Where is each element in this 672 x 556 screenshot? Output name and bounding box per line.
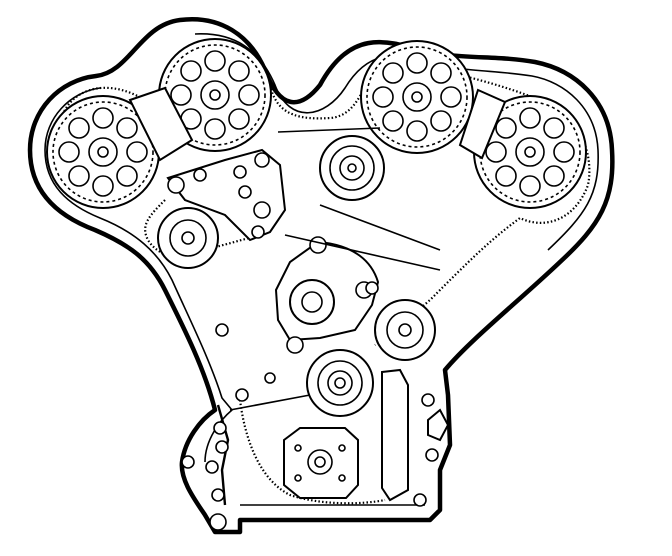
- right-boss: [427, 408, 450, 442]
- water-pump: [286, 236, 373, 354]
- idler-pulley-upper: [319, 135, 385, 201]
- tensioner-block-right: [458, 88, 507, 160]
- camshaft-gear-right-outer: [473, 95, 587, 209]
- tensioner-pulley-left: [157, 207, 219, 269]
- idler-pulley-right: [374, 299, 436, 361]
- bracket-rollers: [167, 152, 271, 239]
- belt-guide-rail: [381, 368, 409, 502]
- crankshaft-pulley: [306, 349, 374, 417]
- camshaft-gear-left-outer: [46, 95, 160, 209]
- mounting-bolts: [181, 281, 439, 531]
- camshaft-gear-left-inner: [158, 38, 272, 152]
- camshaft-gear-right-inner: [360, 40, 474, 154]
- engine-cover-outline: [27, 17, 615, 535]
- cover-seam-lines: [229, 127, 441, 411]
- oil-pump-bolts: [294, 444, 346, 482]
- tensioner-block-left: [128, 86, 194, 162]
- engine-cover-inner: [44, 87, 233, 463]
